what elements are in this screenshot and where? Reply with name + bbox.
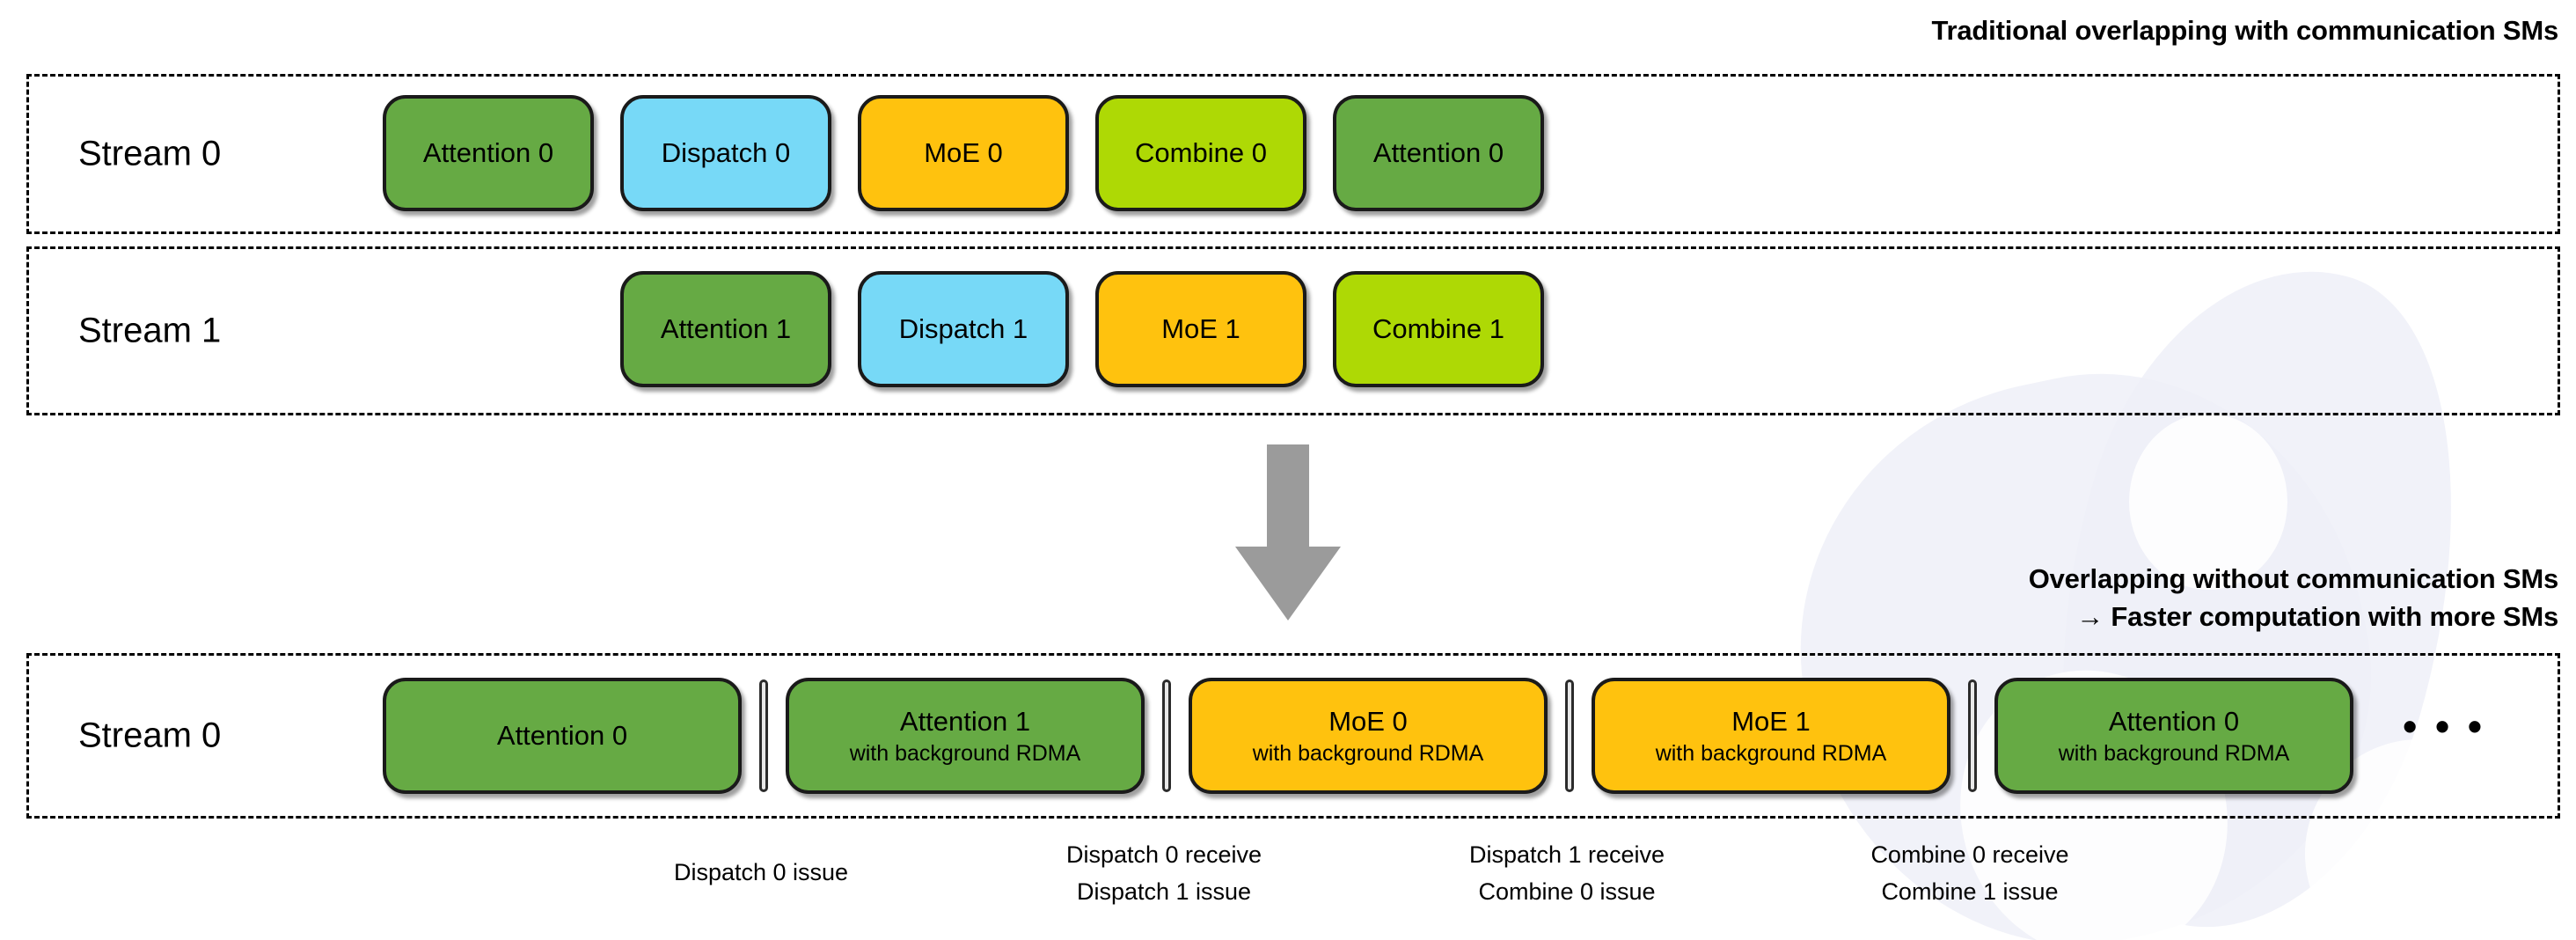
task-box[interactable]: MoE 0: [858, 95, 1069, 211]
stream-label-stream-1: Stream 1: [78, 311, 222, 350]
timeline-caption-line-1: Dispatch 0 issue: [673, 859, 849, 885]
task-box[interactable]: Combine 0: [1095, 95, 1306, 211]
timeline-caption-line-1: Dispatch 0 receive: [1065, 841, 1262, 868]
task-box[interactable]: MoE 1: [1095, 271, 1306, 387]
task-box-title: Attention 0: [2108, 705, 2240, 737]
stream-label-stream-0-top: Stream 0: [78, 134, 222, 173]
task-box[interactable]: Attention 0: [1333, 95, 1544, 211]
task-box-subtitle: with background RDMA: [1252, 740, 1484, 766]
task-box-title: Attention 1: [899, 705, 1031, 737]
task-box-title: Combine 0: [1135, 137, 1267, 168]
task-box-title: Attention 0: [496, 720, 628, 751]
kernel-boundary-separator: [1565, 679, 1574, 792]
stream-row-stream-0-top: Stream 0: [26, 74, 2560, 234]
bottom-heading-line-1: Overlapping without communication SMs: [2028, 563, 2559, 594]
down-arrow-icon: [1235, 444, 1341, 621]
task-box-title: Attention 0: [1372, 137, 1504, 168]
task-box[interactable]: Attention 0: [383, 95, 594, 211]
task-box-subtitle: with background RDMA: [2058, 740, 2290, 766]
timeline-caption-line-1: Dispatch 1 receive: [1468, 841, 1665, 868]
continuation-ellipsis: • • •: [2403, 703, 2485, 749]
bottom-section-heading: Overlapping without communication SMs → …: [2028, 560, 2559, 635]
task-box-subtitle: with background RDMA: [1655, 740, 1887, 766]
task-box[interactable]: Dispatch 0: [620, 95, 831, 211]
timeline-caption: Dispatch 0 issue: [674, 854, 848, 891]
task-box-subtitle: with background RDMA: [849, 740, 1081, 766]
task-box-title: Attention 0: [422, 137, 554, 168]
task-box[interactable]: Attention 1: [620, 271, 831, 387]
stream-label-stream-0-bottom: Stream 0: [78, 716, 222, 755]
task-box[interactable]: Combine 1: [1333, 271, 1544, 387]
task-box[interactable]: Attention 0 with background RDMA: [1994, 678, 2353, 794]
task-box-title: MoE 1: [1731, 705, 1811, 737]
task-box[interactable]: Dispatch 1: [858, 271, 1069, 387]
task-box[interactable]: MoE 1 with background RDMA: [1592, 678, 1950, 794]
task-box[interactable]: MoE 0 with background RDMA: [1189, 678, 1548, 794]
task-box-title: MoE 0: [924, 137, 1003, 168]
task-box-title: Dispatch 1: [898, 313, 1028, 344]
timeline-caption-line-1: Combine 0 receive: [1870, 841, 2069, 868]
top-section-heading: Traditional overlapping with communicati…: [1931, 15, 2559, 46]
task-box[interactable]: Attention 0: [383, 678, 742, 794]
task-box-title: MoE 1: [1161, 313, 1240, 344]
task-box-title: Combine 1: [1372, 313, 1504, 344]
timeline-caption-line-2: Combine 0 issue: [1478, 878, 1656, 905]
kernel-boundary-separator: [1162, 679, 1171, 792]
task-box-title: MoE 0: [1328, 705, 1408, 737]
task-box-title: Dispatch 0: [661, 137, 791, 168]
timeline-caption-line-2: Dispatch 1 issue: [1076, 878, 1252, 905]
kernel-boundary-separator: [1968, 679, 1977, 792]
stream-row-stream-1: Stream 1: [26, 246, 2560, 415]
bottom-heading-line-2: → Faster computation with more SMs: [2076, 601, 2558, 632]
task-box[interactable]: Attention 1 with background RDMA: [786, 678, 1145, 794]
kernel-boundary-separator: [759, 679, 768, 792]
task-box-title: Attention 1: [660, 313, 792, 344]
timeline-caption-line-2: Combine 1 issue: [1881, 878, 2059, 905]
